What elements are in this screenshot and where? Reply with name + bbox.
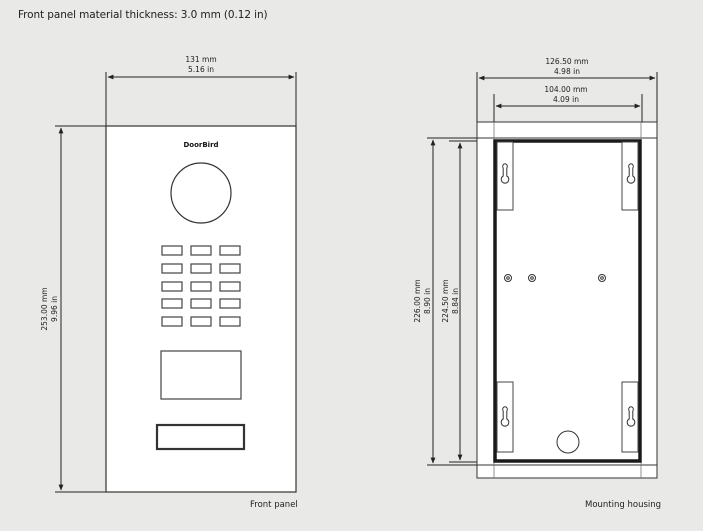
housing-outer-height-mm: 226.00 mm xyxy=(413,279,422,322)
front-height-in: 9.96 in xyxy=(50,296,59,322)
housing-inner-box xyxy=(493,139,642,463)
keypad xyxy=(161,245,241,327)
screw-hole-icon xyxy=(504,274,512,282)
front-height-mm: 253.00 mm xyxy=(40,287,49,330)
display-window xyxy=(160,350,242,400)
housing-outer-height-in: 8.90 in xyxy=(423,288,432,314)
keyhole-slot-icon xyxy=(626,406,636,427)
front-width-in: 5.16 in xyxy=(188,65,214,74)
housing-inner-width-in: 4.09 in xyxy=(553,95,579,104)
page-title: Front panel material thickness: 3.0 mm (… xyxy=(18,9,268,21)
keyhole-slot-icon xyxy=(500,406,510,427)
mounting-housing-drawing: 126.50 mm 4.98 in 104.00 mm 4.09 in 226.… xyxy=(413,57,658,479)
front-panel-caption: Front panel xyxy=(250,500,298,510)
housing-outer-width-dimension: 126.50 mm 4.98 in xyxy=(476,57,658,124)
front-width-mm: 131 mm xyxy=(185,55,216,64)
housing-inner-width-mm: 104.00 mm xyxy=(544,85,587,94)
brand-logo: DoorBird xyxy=(183,141,218,149)
cable-entry-hole xyxy=(556,430,580,454)
housing-inner-width-dimension: 104.00 mm 4.09 in xyxy=(493,85,643,140)
front-panel-height-dimension: 253.00 mm 9.96 in xyxy=(40,125,106,493)
keyhole-slot-icon xyxy=(626,163,636,184)
mounting-housing-caption: Mounting housing xyxy=(585,500,662,510)
camera-lens-icon xyxy=(170,162,232,224)
housing-outer-width-mm: 126.50 mm xyxy=(545,57,588,66)
housing-inner-height-mm: 224.50 mm xyxy=(441,279,450,322)
housing-inner-height-dimension: 224.50 mm 8.84 in xyxy=(441,140,494,463)
front-panel-drawing: 131 mm 5.16 in 253.00 mm 9.96 in DoorBir… xyxy=(40,55,297,493)
housing-outer-width-in: 4.98 in xyxy=(554,67,580,76)
housing-inner-height-in: 8.84 in xyxy=(451,288,460,314)
screw-hole-icon xyxy=(598,274,606,282)
screw-hole-icon xyxy=(528,274,536,282)
keyhole-slot-icon xyxy=(500,163,510,184)
front-panel-width-dimension: 131 mm 5.16 in xyxy=(105,55,297,127)
nameplate xyxy=(155,423,246,451)
